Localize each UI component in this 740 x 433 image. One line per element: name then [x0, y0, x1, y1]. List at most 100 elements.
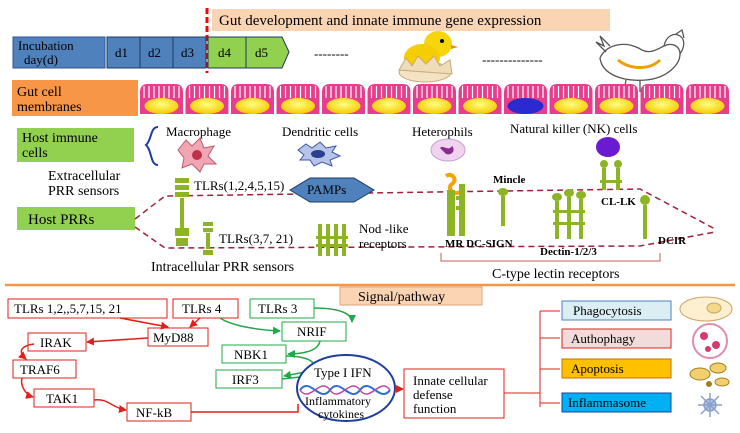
extracellular-prr-label-line1: Extracellular: [48, 169, 121, 184]
node-myd88: MyD88: [153, 330, 193, 345]
node-tak1: TAK1: [46, 391, 78, 406]
node-irak: IRAK: [40, 335, 72, 350]
arrow-irf3-to-ifn: [281, 376, 301, 380]
gut-cell: [549, 84, 593, 114]
nod-like-receptor-icon: [316, 224, 348, 256]
immune-cells-bracket: [144, 126, 159, 166]
outcome-apoptosis: Apoptosis: [571, 361, 624, 376]
gut-cell: [686, 84, 729, 114]
day-box-d3: [172, 36, 207, 69]
macrophage-icon: [177, 137, 218, 173]
gut-cell-row: [140, 84, 729, 114]
ctype-bracket: [440, 253, 661, 262]
arrow-irak-to-traf6: [18, 343, 35, 360]
signal-pathway-title: Signal/pathway: [358, 290, 445, 305]
outcome-inflammasome: Inflammasome: [568, 395, 646, 410]
tlr-internal-receptor-icon: [203, 222, 213, 255]
macrophage-label: Macrophage: [166, 124, 231, 139]
timeline-dash-2: --------------: [482, 52, 543, 67]
day-label-d3: d3: [181, 45, 194, 60]
cllk-receptor-icon: [600, 160, 622, 190]
gut-membranes-label-line1: Gut cell: [17, 85, 62, 100]
incubation-label-line1: Incubation: [18, 38, 74, 53]
host-membrane-top: [134, 188, 716, 230]
innate-function-line2: defense: [413, 387, 453, 402]
hen-sketch-icon: [595, 28, 685, 93]
cytokine-ellipse: [296, 354, 396, 422]
autophagy-icon: [692, 323, 728, 359]
innate-function-line3: function: [413, 401, 457, 416]
tlrs-surface-label: TLRs(1,2,4,5,15): [194, 178, 284, 193]
tlr-surface-receptor-icon: [175, 178, 189, 246]
node-irak-box: [27, 332, 87, 352]
arrow-tak1-to-nfkb: [93, 399, 127, 413]
gut-cell: [276, 84, 320, 114]
node-tlrs-b: TLRs 4: [182, 301, 222, 316]
innate-function-box: [403, 368, 505, 419]
gut-cell: [413, 84, 456, 114]
node-traf6: TRAF6: [20, 362, 60, 377]
hatching-chick-icon: [398, 31, 458, 83]
pamps-label: PAMPs: [307, 182, 346, 197]
node-tlrs-a: TLRs 1,2,,5,7,15, 21: [14, 301, 122, 316]
node-nbk1: NBK1: [234, 347, 268, 362]
node-tlrs-c: TLRs 3: [258, 301, 297, 316]
gut-cell: [185, 84, 229, 114]
day-label-d5: d5: [255, 45, 268, 60]
arrow-nrif-to-nbk1: [287, 340, 321, 358]
outcome-autophagy-box: [561, 328, 672, 349]
day-box-d1: [106, 36, 141, 69]
pamps-shape: [289, 177, 375, 203]
outcome-phagocytosis: Phagocytosis: [573, 303, 642, 318]
node-nfkb: NF-kB: [136, 405, 172, 420]
nod-like-label-line1: Nod -like: [359, 221, 409, 236]
dcir-receptor-icon: [640, 195, 650, 239]
node-irf3: IRF3: [232, 372, 259, 387]
outcome-bracket: [504, 310, 560, 407]
day-box-d2: [139, 36, 174, 69]
arrow-traf6-to-tak1: [20, 377, 34, 399]
phagocytosis-icon: [679, 296, 733, 322]
timeline-title-box: [212, 9, 610, 31]
day-label-d4: d4: [218, 45, 232, 60]
dcir-label: DCIR: [658, 235, 687, 247]
gut-cell: [322, 84, 365, 114]
dectin-label: Dectin-1/2/3: [540, 246, 597, 258]
gut-membranes-label-line2: membranes: [17, 100, 82, 115]
gut-cell: [640, 84, 684, 114]
heterophils-label: Heterophils: [412, 124, 473, 139]
tlrs-internal-label: TLRs(3,7, 21): [219, 231, 293, 246]
gut-membranes-label-box: [12, 80, 138, 116]
extracellular-prr-label-line2: PRR sensors: [48, 184, 119, 199]
inflammasome-icon: [698, 393, 722, 417]
incubation-day-box: [12, 36, 106, 69]
host-immune-cells-label-line2: cells: [22, 146, 48, 161]
day-box-d5-arrow: [245, 36, 290, 69]
gut-cell: [504, 84, 547, 114]
gut-cell: [231, 84, 274, 114]
outcome-apoptosis-box: [561, 358, 672, 379]
type-i-ifn-label: Type I IFN: [314, 365, 372, 380]
mr-dcsign-receptor-icon: [444, 173, 465, 236]
heterophil-icon: [430, 138, 466, 162]
nk-cells-label: Natural killer (NK) cells: [510, 121, 637, 136]
node-nrif: NRIF: [297, 324, 327, 339]
ctype-lectin-label: C-type lectin receptors: [492, 267, 620, 282]
day-label-d2: d2: [148, 45, 161, 60]
arrow-tlrs-b-to-nrif: [219, 317, 281, 335]
outcome-phagocytosis-box: [561, 300, 672, 321]
outcome-autophagy: Authophagy: [571, 331, 636, 346]
node-traf6-box: [12, 359, 77, 379]
dendritic-cells-label: Dendritic cells: [282, 124, 358, 139]
dendritic-cell-icon: [297, 141, 342, 167]
intracellular-prr-label: Intracellular PRR sensors: [151, 260, 294, 275]
nod-like-label-line2: receptors: [359, 236, 407, 251]
dna-helix-strand-icon: [299, 385, 391, 395]
node-tak1-box: [33, 388, 95, 408]
arrow-tlrs-a-to-myd88: [119, 317, 169, 330]
node-nrif-box: [281, 321, 347, 342]
day-box-d4: [207, 36, 247, 69]
host-membrane-bottom: [134, 226, 716, 249]
arrow-tlrs-b-to-myd88: [189, 317, 201, 328]
